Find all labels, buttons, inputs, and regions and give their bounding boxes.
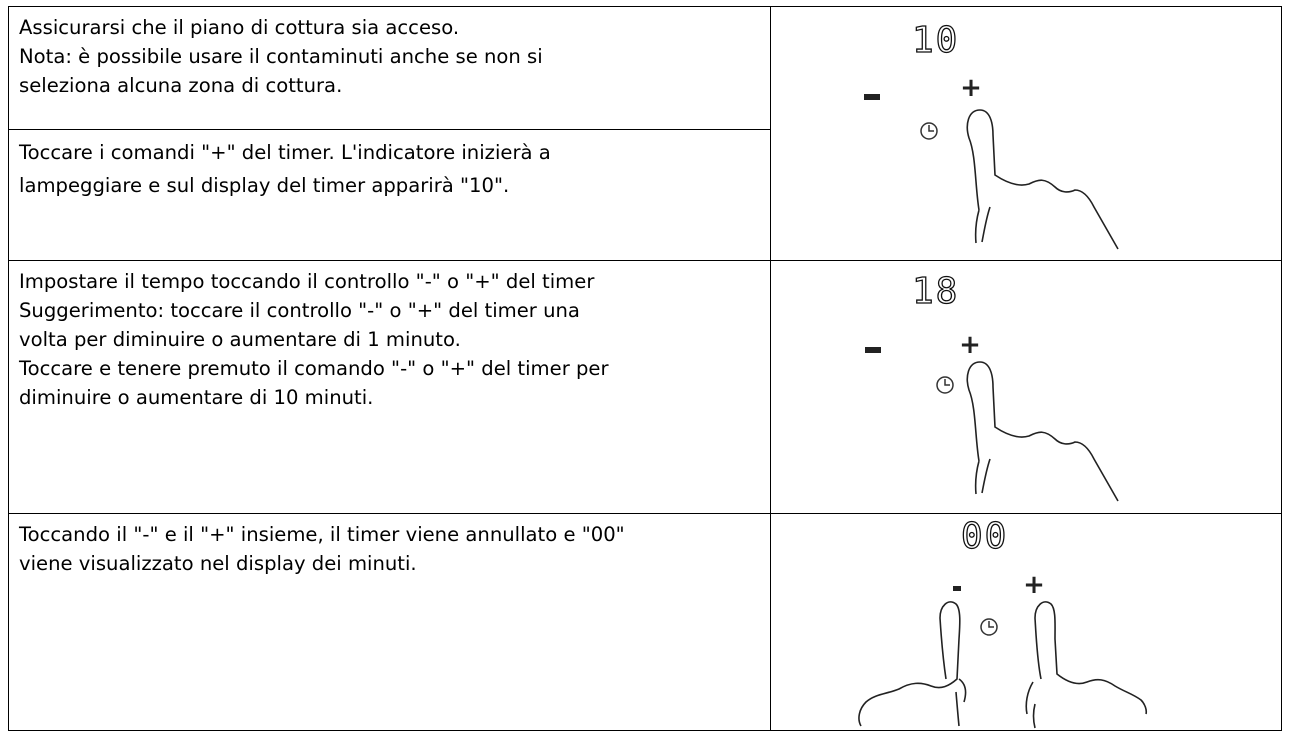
timer-display: 00 xyxy=(961,516,1008,557)
text-line: Impostare il tempo toccando il controllo… xyxy=(19,270,595,293)
timer-diagram-cancel: 00 + xyxy=(858,515,1148,729)
text-cell: Impostare il tempo toccando il controllo… xyxy=(8,260,771,514)
text-line: Toccando il "-" e il "+" insieme, il tim… xyxy=(19,523,625,546)
timer-diagram-plus: 18 + xyxy=(865,270,1119,502)
minus-control xyxy=(864,94,880,100)
clock-icon xyxy=(936,376,954,394)
plus-control: + xyxy=(960,73,982,103)
timer-diagram-plus: 10 + xyxy=(864,19,1119,250)
text-line: Nota: è possibile usare il contaminuti a… xyxy=(19,45,543,68)
table-row: Impostare il tempo toccando il controllo… xyxy=(8,260,1282,514)
minus-control xyxy=(953,586,961,591)
figure-cell: 18 + xyxy=(770,260,1282,514)
plus-control: + xyxy=(1023,570,1045,600)
left-hand-icon xyxy=(858,601,967,727)
instruction-table: Assicurarsi che il piano di cottura sia … xyxy=(8,6,1282,731)
timer-display: 10 xyxy=(912,20,959,61)
minus-control xyxy=(865,347,881,353)
timer-display: 18 xyxy=(912,271,959,312)
text-line: seleziona alcuna zona di cottura. xyxy=(19,74,343,97)
text-line: viene visualizzato nel display dei minut… xyxy=(19,552,417,575)
plus-control: + xyxy=(959,330,981,360)
text-line: diminuire o aumentare di 10 minuti. xyxy=(19,386,374,409)
text-line: volta per diminuire o aumentare di 1 min… xyxy=(19,328,461,351)
text-line: lampeggiare e sul display del timer appa… xyxy=(19,174,510,197)
table-row: Toccando il "-" e il "+" insieme, il tim… xyxy=(8,513,1282,731)
figure-cell: 10 + xyxy=(770,6,1282,261)
figure-cell: 00 + xyxy=(770,513,1282,731)
text-line: Toccare e tenere premuto il comando "-" … xyxy=(19,357,609,380)
text-line: Suggerimento: toccare il controllo "-" o… xyxy=(19,299,580,322)
text-line: Assicurarsi che il piano di cottura sia … xyxy=(19,16,460,39)
text-line: Toccare i comandi "+" del timer. L'indic… xyxy=(19,141,551,164)
text-cell: Toccare i comandi "+" del timer. L'indic… xyxy=(8,129,771,261)
table-row: Assicurarsi che il piano di cottura sia … xyxy=(8,6,1282,261)
right-hand-icon xyxy=(1025,601,1148,729)
table-row: Toccare i comandi "+" del timer. L'indic… xyxy=(8,129,1282,261)
hand-icon xyxy=(966,109,1119,250)
clock-icon xyxy=(980,618,998,636)
clock-icon xyxy=(920,122,938,140)
text-cell: Assicurarsi che il piano di cottura sia … xyxy=(8,6,771,130)
hand-icon xyxy=(966,361,1119,502)
text-cell: Toccando il "-" e il "+" insieme, il tim… xyxy=(8,513,771,731)
